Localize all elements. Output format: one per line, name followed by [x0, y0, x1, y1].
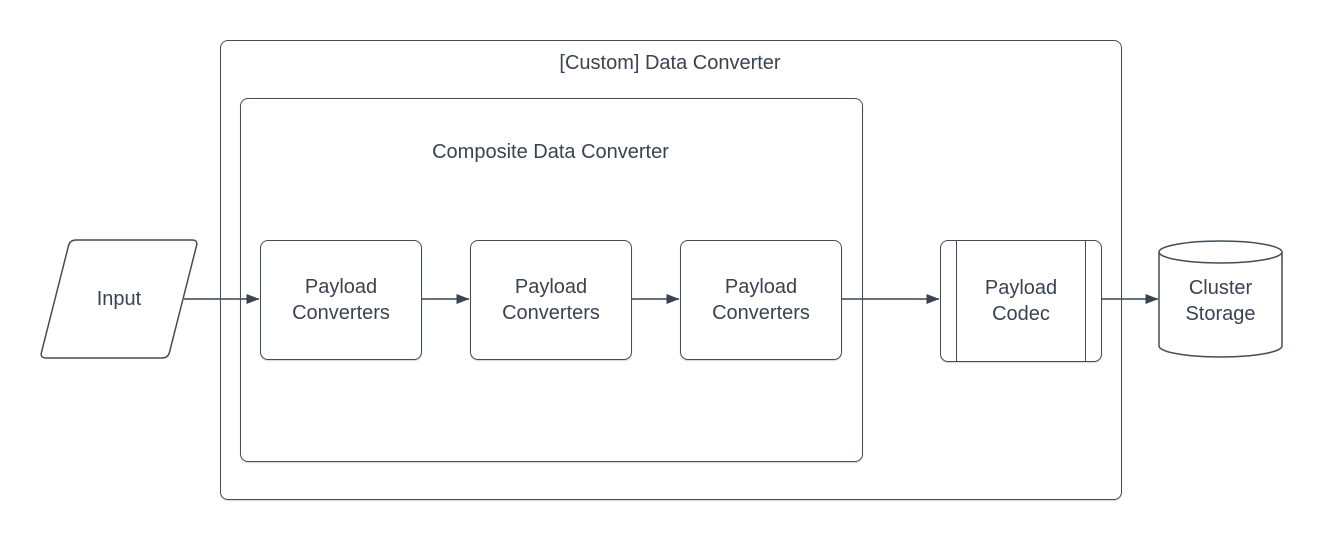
- payload-converters-node-2: Payload Converters: [470, 240, 632, 360]
- payload-codec-left-bar: [956, 241, 957, 361]
- composite-data-converter-title: Composite Data Converter: [432, 141, 669, 163]
- input-parallelogram-shape: [40, 239, 198, 359]
- payload-codec-label: Payload Codec: [984, 277, 1058, 325]
- payload-converters-node-1: Payload Converters: [260, 240, 422, 360]
- custom-data-converter-title: [Custom] Data Converter: [559, 52, 781, 74]
- payload-codec-node: Payload Codec: [940, 240, 1102, 362]
- payload-codec-right-bar: [1085, 241, 1086, 361]
- payload-converters-node-3: Payload Converters: [680, 240, 842, 360]
- custom-data-converter-container: [220, 40, 1122, 500]
- cluster-storage-cylinder-body: [1158, 252, 1283, 358]
- payload-converters-label-3: Payload Converters: [712, 276, 810, 324]
- payload-converters-label-1: Payload Converters: [292, 276, 390, 324]
- composite-data-converter-container: [240, 98, 863, 462]
- payload-converters-label-2: Payload Converters: [502, 276, 600, 324]
- cluster-storage-cylinder-top: [1158, 240, 1283, 264]
